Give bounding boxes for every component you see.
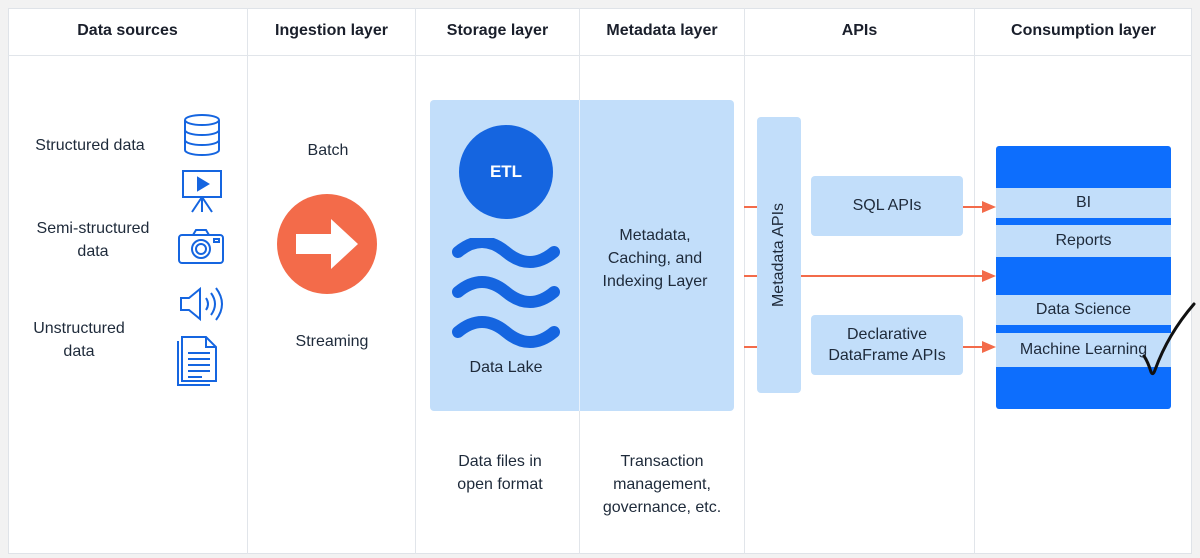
column-divider: [974, 8, 975, 554]
header-data-sources: Data sources: [77, 22, 178, 39]
column-divider: [744, 8, 745, 554]
declarative-line1: Declarative: [846, 326, 928, 343]
metadata-line1: Metadata,: [619, 227, 691, 244]
storage-note-line1: Data files in: [458, 453, 542, 470]
metadata-line2: Caching, and: [607, 250, 703, 267]
header-divider: [8, 55, 1192, 56]
connector-arrows: [744, 201, 996, 353]
batch-label: Batch: [307, 142, 349, 159]
header-storage-layer: Storage layer: [446, 22, 549, 39]
header-apis: APIs: [841, 22, 878, 39]
data-lake-label: Data Lake: [469, 359, 543, 376]
unstructured-line2: data: [63, 343, 95, 360]
panel-divider: [579, 100, 580, 411]
declarative-line2: DataFrame APIs: [828, 347, 946, 364]
semi-structured-line2: data: [77, 243, 109, 260]
wave-icon: [452, 238, 560, 348]
unstructured-line1: Unstructured: [33, 320, 125, 337]
declarative-dataframe-apis-box: Declarative DataFrame APIs: [811, 315, 963, 375]
etl-circle: ETL: [459, 125, 553, 219]
structured-data-label: Structured data: [35, 137, 145, 154]
database-icon: [184, 114, 220, 156]
metadata-note-line2: management,: [613, 476, 711, 493]
metadata-line3: Indexing Layer: [602, 273, 708, 290]
camera-icon: [178, 229, 224, 264]
data-science-band: Data Science: [996, 295, 1171, 325]
reports-band: Reports: [996, 225, 1171, 257]
sql-apis-box: SQL APIs: [811, 176, 963, 236]
metadata-layer-label: Metadata, Caching, and Indexing Layer: [586, 224, 724, 293]
header-ingestion-layer: Ingestion layer: [275, 22, 388, 39]
column-divider: [247, 8, 248, 554]
storage-note-line2: open format: [457, 476, 543, 493]
streaming-label: Streaming: [295, 333, 369, 350]
storage-note: Data files in open format: [436, 450, 564, 496]
metadata-note: Transaction management, governance, etc.: [584, 450, 740, 519]
column-divider: [415, 8, 416, 554]
checkmark-icon: [1142, 302, 1196, 376]
presentation-icon: [182, 170, 222, 213]
arrow-right-icon: [277, 194, 377, 294]
semi-structured-data-label: Semi-structured data: [16, 217, 170, 263]
speaker-icon: [180, 286, 223, 322]
metadata-note-line3: governance, etc.: [602, 499, 722, 516]
metadata-apis-bar: Metadata APIs: [757, 117, 801, 393]
document-icon: [177, 336, 217, 386]
semi-structured-line1: Semi-structured: [36, 220, 150, 237]
bi-band: BI: [996, 188, 1171, 218]
metadata-note-line1: Transaction: [620, 453, 704, 470]
machine-learning-band: Machine Learning: [996, 333, 1171, 367]
header-consumption-layer: Consumption layer: [1011, 22, 1156, 39]
unstructured-data-label: Unstructured data: [16, 317, 142, 363]
header-metadata-layer: Metadata layer: [606, 22, 718, 39]
